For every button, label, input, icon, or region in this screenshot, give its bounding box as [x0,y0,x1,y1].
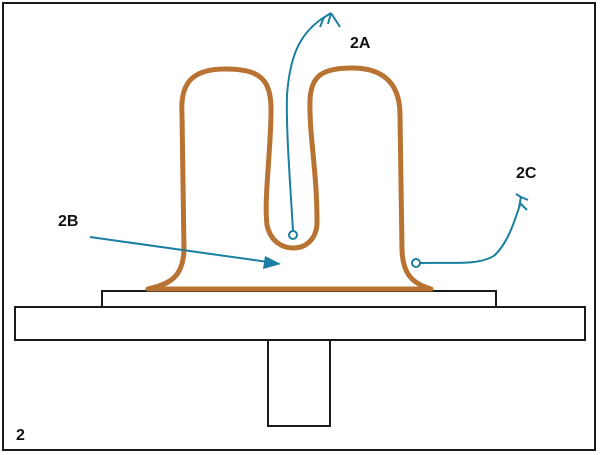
label-2c: 2C [516,165,537,182]
probe-2c-wire [419,204,521,264]
label-2b: 2B [58,213,78,230]
probe-2a-wire [285,19,321,232]
probe-2c-connector-icon [515,193,529,211]
base-plate [14,306,586,341]
top-plate [101,290,497,308]
label-2a: 2A [350,35,371,52]
probe-2a-tip [288,230,298,240]
sensor-outline [145,65,434,292]
probe-2a-connector-icon [319,12,341,28]
arrow-2b-shaft [89,236,269,263]
figure-number: 2 [16,427,25,444]
arrow-2b-head [263,256,281,269]
support-column [267,339,331,427]
probe-2c-tip [411,258,421,268]
